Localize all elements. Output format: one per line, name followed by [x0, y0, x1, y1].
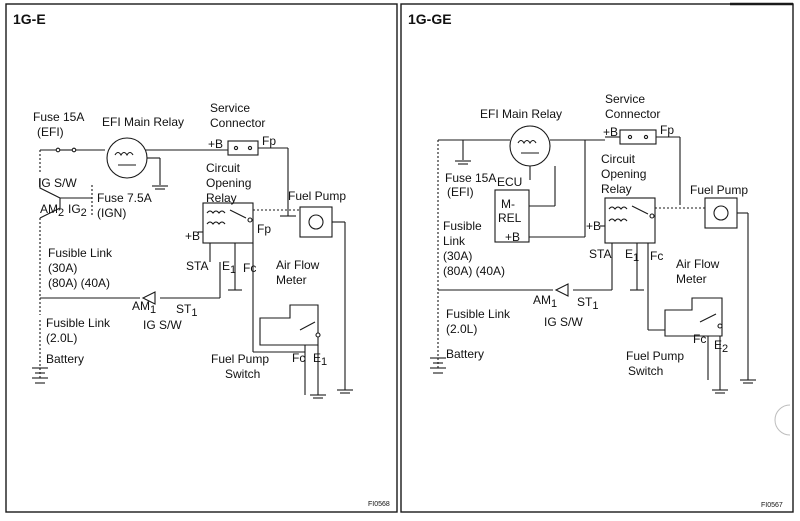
label-ig-sw: IG S/W [544, 315, 583, 329]
label-circuit-opening-2: Opening [206, 176, 251, 190]
label-sta: STA [186, 259, 208, 273]
label-am1: AM1 [132, 299, 156, 316]
label-service-connector-2: Connector [605, 107, 660, 121]
label-fuel-pump-switch-2: Switch [628, 364, 663, 378]
label-am2: AM2 [40, 202, 64, 219]
label-m-rel-1: M- [501, 197, 515, 211]
label-ecu-plus-b: +B [505, 230, 520, 244]
label-air-flow-1: Air Flow [676, 257, 720, 271]
label-fusible-link-3: Fusible Link [446, 307, 511, 321]
punch-hole-mark [774, 404, 791, 436]
label-fusible-link-2: Fusible Link [46, 316, 111, 330]
label-air-flow-1: Air Flow [276, 258, 320, 272]
label-fuel-pump: Fuel Pump [288, 189, 346, 203]
label-circuit-opening-2: Opening [601, 167, 646, 181]
label-sta: STA [589, 247, 611, 261]
air-flow-meter-symbol [664, 297, 723, 337]
label-service-plus-b: +B [603, 125, 618, 139]
label-efi-main-relay: EFI Main Relay [102, 115, 184, 129]
fuel-pump-symbol [299, 206, 333, 238]
label-fusible-link-b: (80A) (40A) [48, 276, 110, 290]
label-fuel-pump-switch-2: Switch [225, 367, 260, 381]
label-fusible-link: Fusible [443, 219, 482, 233]
air-flow-meter-symbol [259, 304, 319, 346]
label-circuit-opening-1: Circuit [206, 161, 241, 175]
label-st1: ST1 [176, 302, 197, 319]
label-air-flow-2: Meter [276, 273, 307, 287]
figure-code: FI0567 [761, 502, 783, 509]
label-e2: E2 [714, 338, 728, 355]
label-fusible-link-2-sub: (2.0L) [46, 331, 77, 345]
label-fuse-efi: Fuse 15A [445, 171, 496, 185]
label-ig2: IG2 [68, 202, 87, 219]
label-fuse-efi-sub: (EFI) [37, 125, 64, 139]
label-fuse-ign: Fuse 7.5A [97, 191, 152, 205]
label-fusible-link-3-sub: (2.0L) [446, 322, 477, 336]
figure-code: FI0568 [368, 501, 390, 508]
label-ig-sw-top: IG S/W [38, 176, 77, 190]
label-fusible-link-2: Link [443, 234, 466, 248]
label-fc-meter: Fc [693, 332, 706, 346]
label-fusible-link-a: (30A) [48, 261, 77, 275]
label-e1-meter: E1 [313, 351, 327, 368]
label-fuse-ign-sub: (IGN) [97, 206, 126, 220]
label-fuel-pump-switch-1: Fuel Pump [626, 349, 684, 363]
right-panel-frame [400, 3, 794, 513]
service-connector-symbol [619, 129, 657, 145]
right-title: 1G-GE [408, 11, 452, 27]
label-ig-sw-bottom: IG S/W [143, 318, 182, 332]
label-battery: Battery [446, 347, 484, 361]
label-fuse-efi: Fuse 15A [33, 110, 84, 124]
label-service-plus-b: +B [208, 137, 223, 151]
ig-switch-arrow-icon [554, 283, 569, 297]
fuel-pump-symbol [704, 197, 738, 229]
label-service-fp: Fp [262, 134, 276, 148]
label-fuse-efi-sub: (EFI) [447, 185, 474, 199]
label-e1: E1 [222, 259, 236, 276]
label-m-rel-2: REL [498, 211, 522, 225]
ecu-symbol [494, 189, 530, 243]
label-battery: Battery [46, 352, 84, 366]
label-circuit-opening-3: Relay [601, 182, 632, 196]
label-relay-plus-b: +B [586, 219, 601, 233]
right-diagram: 1G-GE [408, 11, 783, 509]
label-service-connector-1: Service [210, 101, 250, 115]
label-fuel-pump: Fuel Pump [690, 183, 748, 197]
left-diagram: 1G-E [13, 11, 390, 508]
circuit-opening-relay-symbol [202, 202, 254, 244]
label-air-flow-2: Meter [676, 272, 707, 286]
label-fc-meter: Fc [292, 351, 305, 365]
label-circuit-opening-3: Relay [206, 191, 237, 205]
label-relay-fp: Fp [257, 222, 271, 236]
label-fc: Fc [650, 249, 663, 263]
label-service-connector-1: Service [605, 92, 645, 106]
label-service-fp: Fp [660, 123, 674, 137]
label-fusible-link: Fusible Link [48, 246, 113, 260]
left-title: 1G-E [13, 11, 46, 27]
left-panel-frame [5, 3, 398, 513]
label-relay-plus-b: +B [185, 229, 200, 243]
label-efi-main-relay: EFI Main Relay [480, 107, 562, 121]
label-fusible-link-a: (30A) [443, 249, 472, 263]
label-fc: Fc [243, 261, 256, 275]
label-service-connector-2: Connector [210, 116, 265, 130]
service-connector-symbol [227, 140, 259, 156]
label-circuit-opening-1: Circuit [601, 152, 636, 166]
label-ecu: ECU [497, 175, 522, 189]
label-fuel-pump-switch-1: Fuel Pump [211, 352, 269, 366]
label-st1: ST1 [577, 295, 598, 312]
circuit-opening-relay-symbol [604, 197, 656, 244]
ig-switch-arrow-icon [141, 291, 156, 305]
efi-main-relay-symbol [509, 125, 551, 167]
label-e1: E1 [625, 247, 639, 264]
label-am1: AM1 [533, 293, 557, 310]
efi-main-relay-symbol [106, 137, 148, 179]
label-fusible-link-b: (80A) (40A) [443, 264, 505, 278]
